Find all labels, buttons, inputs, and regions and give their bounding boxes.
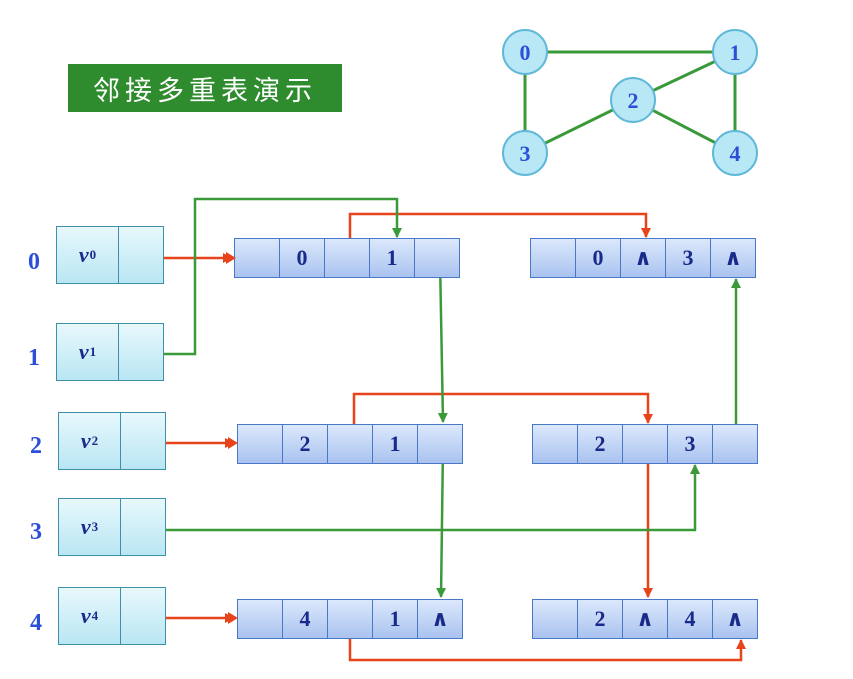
edge-node-0-1: 0 1	[234, 238, 460, 278]
edge-ivex-cell: 2	[577, 425, 622, 463]
green-arrow-e01-jlink	[437, 259, 448, 423]
edge-jlink-cell: ∧	[417, 600, 462, 638]
edge-ilink-cell: ∧	[620, 239, 665, 277]
edge-node-0-3: 0 ∧ 3 ∧	[530, 238, 756, 278]
vertex-index-2: 2	[30, 433, 42, 459]
vertex-index-4: 4	[30, 610, 42, 636]
edge-mark-cell	[533, 600, 577, 638]
edge-jvex-cell: 1	[372, 600, 417, 638]
green-arrow-v3-head	[150, 464, 700, 532]
edge-jlink-cell	[712, 425, 757, 463]
edge-ilink-cell	[622, 425, 667, 463]
green-arrow-v1-head	[148, 197, 402, 356]
edge-jvex-cell: 3	[667, 425, 712, 463]
edge-ilink-cell	[324, 239, 369, 277]
graph-vertex-label-3: 3	[520, 141, 531, 166]
edge-ilink-cell	[327, 600, 372, 638]
edge-jlink-cell: ∧	[712, 600, 757, 638]
vertex-index-1: 1	[28, 345, 40, 371]
graph-vertex-label-4: 4	[730, 141, 741, 166]
edge-jvex-cell: 4	[667, 600, 712, 638]
edge-mark-cell	[533, 425, 577, 463]
graph-vertex-4	[712, 130, 758, 176]
edge-jvex-cell: 3	[665, 239, 710, 277]
edge-mark-cell	[238, 425, 282, 463]
edge-jvex-cell: 1	[372, 425, 417, 463]
graph-vertex-1	[712, 29, 758, 75]
edge-jlink-cell: ∧	[710, 239, 755, 277]
edge-ilink-cell	[327, 425, 372, 463]
edge-jlink-cell	[417, 425, 462, 463]
graph-vertex-0	[502, 29, 548, 75]
edge-node-2-3: 2 3	[532, 424, 758, 464]
edge-ivex-cell: 4	[282, 600, 327, 638]
vertex-index-0: 0	[28, 249, 40, 275]
green-arrow-e21-jlink	[436, 445, 447, 598]
title-text: 邻接多重表演示	[93, 75, 317, 107]
graph-vertex-label-0: 0	[520, 40, 531, 65]
edge-ivex-cell: 2	[577, 600, 622, 638]
edge-jvex-cell: 1	[369, 239, 414, 277]
edge-ivex-cell: 2	[282, 425, 327, 463]
edge-node-4-1: 4 1 ∧	[237, 599, 463, 639]
edge-node-2-4: 2 ∧ 4 ∧	[532, 599, 758, 639]
graph-vertex-label-1: 1	[730, 40, 741, 65]
edge-ilink-cell: ∧	[622, 600, 667, 638]
edge-mark-cell	[235, 239, 279, 277]
graph-vertex-label-2: 2	[628, 88, 639, 113]
edge-ivex-cell: 0	[575, 239, 620, 277]
red-arrow-e21-ilink	[352, 392, 653, 446]
graph-vertex-2	[610, 77, 656, 123]
red-arrow-e41-ilink	[348, 622, 746, 662]
edge-ivex-cell: 0	[279, 239, 324, 277]
edge-node-2-1: 2 1	[237, 424, 463, 464]
edge-jlink-cell	[414, 239, 459, 277]
graph-vertex-3	[502, 130, 548, 176]
title-banner: 邻接多重表演示	[68, 64, 342, 112]
edge-mark-cell	[531, 239, 575, 277]
vertex-index-3: 3	[30, 519, 42, 545]
edge-mark-cell	[238, 600, 282, 638]
